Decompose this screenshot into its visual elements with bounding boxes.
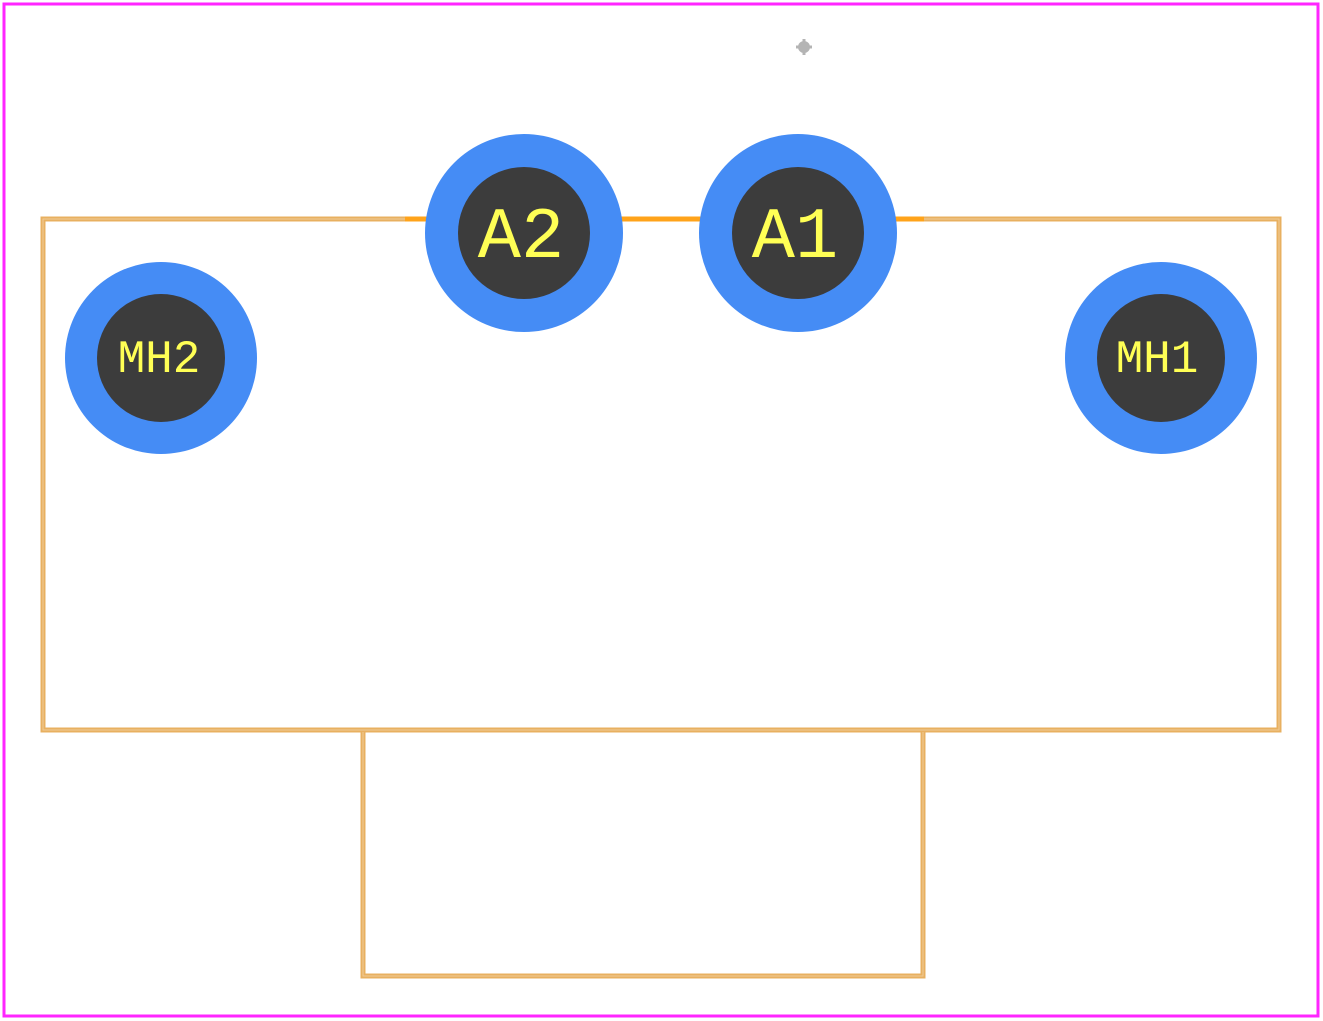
pad-hole (458, 167, 590, 299)
pad-hole (1097, 294, 1225, 422)
pad-a2[interactable]: A2 (425, 134, 623, 332)
pad-hole (97, 294, 225, 422)
silkscreen-body (40, 216, 1282, 733)
pad-a1[interactable]: A1 (699, 134, 897, 332)
silkscreen-tab (360, 732, 926, 979)
pad-hole (732, 167, 864, 299)
pad-mh1[interactable]: MH1 (1065, 262, 1257, 454)
pad-mh2[interactable]: MH2 (65, 262, 257, 454)
pad-label-mh1: MH1 (1116, 334, 1199, 386)
origin-crosshair-icon (796, 39, 812, 55)
pad-label-mh2: MH2 (118, 334, 201, 386)
pad-label-a2: A2 (478, 197, 564, 279)
pad-label-a1: A1 (752, 197, 838, 279)
